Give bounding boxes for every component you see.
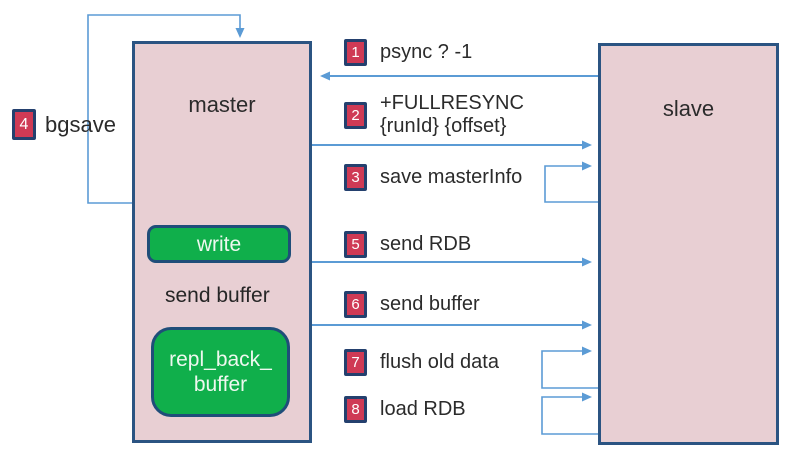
step-save-masterinfo: 3 save masterInfo [344, 164, 522, 191]
loop-flush-old-data [541, 346, 598, 389]
step-badge-6: 6 [344, 291, 367, 318]
step-badge-3: 3 [344, 164, 367, 191]
step-badge-7: 7 [344, 349, 367, 376]
step-label-fullresync: +FULLRESYNC {runId} {offset} [380, 92, 524, 137]
step-send-rdb: 5 send RDB [344, 231, 471, 258]
slave-node: slave [598, 43, 779, 445]
step-psync: 1 psync ? -1 [344, 39, 472, 66]
repl-back-buffer-label-line2: buffer [193, 373, 248, 396]
step-load-rdb: 8 load RDB [344, 396, 466, 423]
master-node-label: master [188, 92, 256, 117]
step-label-psync: psync ? -1 [380, 41, 473, 63]
step-send-buffer: 6 send buffer [344, 291, 480, 318]
write-node-label: write [196, 232, 242, 256]
step-badge-2: 2 [344, 101, 367, 129]
write-node: write [147, 225, 291, 263]
connector-bgsave-loop [87, 14, 245, 204]
step-badge-1: 1 [344, 39, 367, 66]
step-bgsave: 4 bgsave [12, 109, 116, 140]
repl-back-buffer-node: repl_back_ buffer [151, 327, 290, 417]
step-label-flush-old-data: flush old data [380, 351, 499, 373]
loop-load-rdb [541, 392, 598, 435]
step-label-send-rdb: send RDB [380, 233, 472, 255]
repl-back-buffer-label-line1: repl_back_ [169, 348, 272, 371]
step-badge-5: 5 [344, 231, 367, 258]
step-badge-4: 4 [12, 109, 36, 140]
step-label-load-rdb: load RDB [380, 398, 466, 420]
step-badge-8: 8 [344, 396, 367, 423]
slave-node-label: slave [662, 96, 715, 121]
step-flush-old-data: 7 flush old data [344, 349, 499, 376]
step-label-send-buffer: send buffer [380, 293, 480, 315]
loop-save-masterinfo [544, 161, 598, 203]
step-label-bgsave: bgsave [45, 112, 116, 137]
step-fullresync: 2 +FULLRESYNC {runId} {offset} [344, 92, 580, 138]
send-buffer-caption: send buffer [165, 284, 270, 307]
step-label-save-masterinfo: save masterInfo [380, 166, 523, 188]
